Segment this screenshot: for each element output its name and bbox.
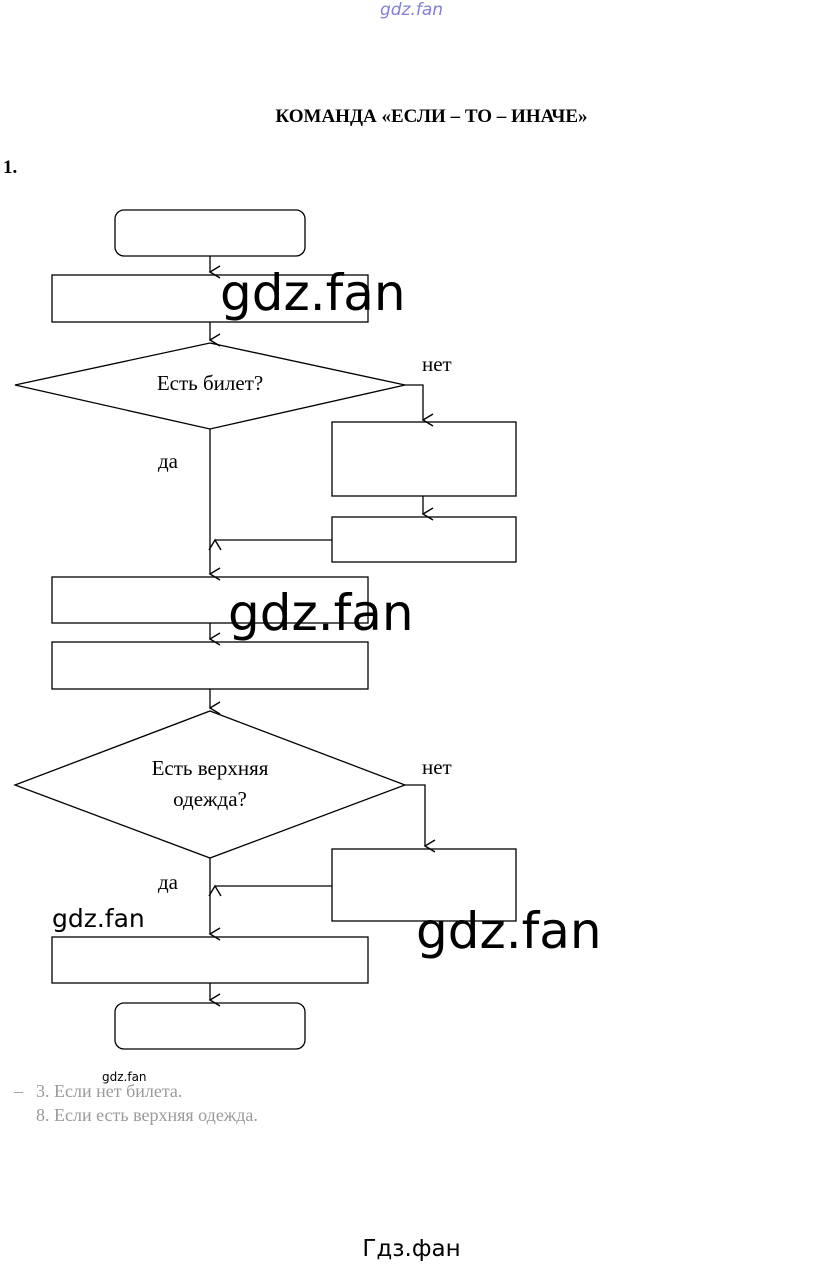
decision1-no-label: нет <box>422 352 452 376</box>
decision2-label-line2: одежда? <box>173 787 247 811</box>
note-line-2: 8. Если есть верхняя одежда. <box>36 1105 258 1125</box>
end-terminal <box>114 1002 306 1050</box>
page-title: КОМАНДА «ЕСЛИ – ТО – ИНАЧЕ» <box>275 106 588 127</box>
decision-outerwear <box>13 710 407 859</box>
process-box-3 <box>51 641 369 690</box>
watermark-5: gdz.fan <box>102 1070 147 1084</box>
process-box-4 <box>51 936 369 984</box>
process-box-no-ticket-1 <box>331 421 517 497</box>
decision1-yes-label: да <box>158 449 179 473</box>
watermark-3: gdz.fan <box>52 904 145 933</box>
watermark-4: gdz.fan <box>416 902 602 960</box>
decision2-no-label: нет <box>422 755 452 779</box>
decision1-label: Есть билет? <box>157 371 263 395</box>
watermark-2: gdz.fan <box>228 584 414 642</box>
process-box-no-ticket-2 <box>331 516 517 563</box>
start-terminal <box>114 209 306 257</box>
branch-no-outerwear-line <box>405 784 436 853</box>
watermark-1: gdz.fan <box>220 264 406 322</box>
decision2-label-line1: Есть верхняя <box>152 756 269 780</box>
task-number: 1. <box>3 157 18 178</box>
process-box-no-outerwear <box>331 848 517 922</box>
top-watermark: gdz.fan <box>379 0 444 20</box>
footer-watermark: Гдз.фан <box>362 1236 461 1262</box>
branch-no-ticket-line <box>405 384 434 427</box>
decision2-yes-label: да <box>158 870 179 894</box>
note-line-1: 3. Если нет билета. <box>36 1081 183 1101</box>
note-dash: – <box>14 1081 23 1101</box>
